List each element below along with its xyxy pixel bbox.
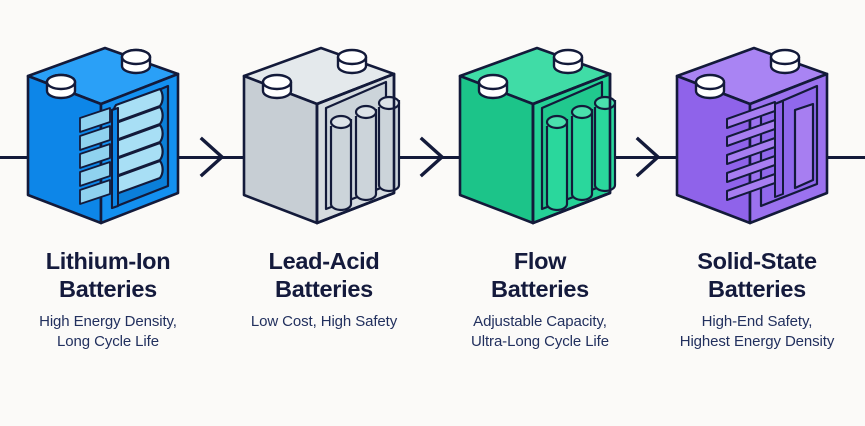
battery-illustration-solid-state: [649, 18, 865, 240]
cavity-divider: [774, 100, 784, 198]
stage-labels-lead-acid: Lead-Acid Batteries Low Cost, High Safet…: [216, 248, 432, 332]
chevron-right-arrow-2: [416, 134, 456, 180]
terminal-post-1: [261, 73, 293, 100]
cell-cylinder-3: [377, 95, 401, 193]
stage-subtitle-line-1: High Energy Density,: [39, 313, 177, 331]
battery-illustration-lead-acid: [216, 18, 432, 240]
stage-subtitle: High Energy Density, Long Cycle Life: [0, 312, 216, 352]
cell-cylinder-2: [354, 104, 378, 202]
cell-cylinder-1: [545, 114, 569, 212]
front-face-outline: [531, 72, 612, 225]
cell-cylinder-1: [329, 114, 353, 212]
terminal-post-2: [336, 48, 368, 75]
stage-solid-state: Solid-State Batteries High-End Safety, H…: [649, 0, 865, 426]
battery-illustration-flow: [432, 18, 648, 240]
terminal-post-1: [477, 73, 509, 100]
stage-title-line-1: Lithium-Ion: [45, 248, 171, 274]
cavity-divider: [111, 107, 119, 209]
stage-lead-acid: Lead-Acid Batteries Low Cost, High Safet…: [216, 0, 432, 426]
chevron-right-arrow-3: [632, 134, 672, 180]
cell-cylinder-2: [570, 104, 594, 202]
terminal-post-1: [45, 73, 77, 100]
stage-labels-solid-state: Solid-State Batteries High-End Safety, H…: [649, 248, 865, 352]
stage-subtitle-line-2: Ultra-Long Cycle Life: [471, 333, 609, 351]
terminal-post-2: [552, 48, 584, 75]
stage-title-line-2: Batteries: [708, 275, 806, 302]
stage-subtitle-line-1: High-End Safety,: [701, 313, 813, 331]
stage-title-line-1: Solid-State: [697, 248, 817, 274]
stage-title: Solid-State Batteries: [649, 248, 865, 303]
terminal-post-1: [694, 73, 726, 100]
stage-title-line-1: Lead-Acid: [268, 248, 380, 274]
stage-subtitle-line-2: Highest Energy Density: [679, 333, 835, 351]
stage-title: Lithium-Ion Batteries: [0, 248, 216, 303]
stage-title: Lead-Acid Batteries: [216, 248, 432, 303]
chevron-right-arrow-1: [196, 134, 236, 180]
cell-cylinder-3: [593, 95, 617, 193]
stage-subtitle-line-1: Adjustable Capacity,: [473, 313, 607, 331]
stage-lithium-ion: Lithium-Ion Batteries High Energy Densit…: [0, 0, 216, 426]
stage-title-line-2: Batteries: [491, 275, 589, 302]
stage-title: Flow Batteries: [432, 248, 648, 303]
stage-subtitle-line-2: Long Cycle Life: [57, 333, 159, 351]
stage-flow: Flow Batteries Adjustable Capacity, Ultr…: [432, 0, 648, 426]
stage-title-line-2: Batteries: [275, 275, 373, 302]
thin-layer-stack: [726, 101, 776, 201]
stage-title-line-1: Flow: [513, 248, 567, 274]
timeline-baseline: [0, 156, 865, 159]
front-face-outline: [315, 72, 396, 225]
battery-illustration-lithium-ion: [0, 18, 216, 240]
terminal-post-2: [769, 48, 801, 75]
stage-subtitle: Low Cost, High Safety: [216, 312, 432, 332]
terminal-post-2: [120, 48, 152, 75]
stage-subtitle-line-1: Low Cost, High Safety: [250, 313, 398, 331]
cell-stack-column-a: [112, 87, 164, 196]
stage-subtitle: High-End Safety, Highest Energy Density: [649, 312, 865, 352]
stage-labels-flow: Flow Batteries Adjustable Capacity, Ultr…: [432, 248, 648, 352]
solid-electrolyte-panel: [793, 102, 815, 190]
stage-labels-lithium-ion: Lithium-Ion Batteries High Energy Densit…: [0, 248, 216, 352]
stage-title-line-2: Batteries: [59, 275, 157, 302]
stage-subtitle: Adjustable Capacity, Ultra-Long Cycle Li…: [432, 312, 648, 352]
cell-stack-inner: [79, 107, 111, 205]
